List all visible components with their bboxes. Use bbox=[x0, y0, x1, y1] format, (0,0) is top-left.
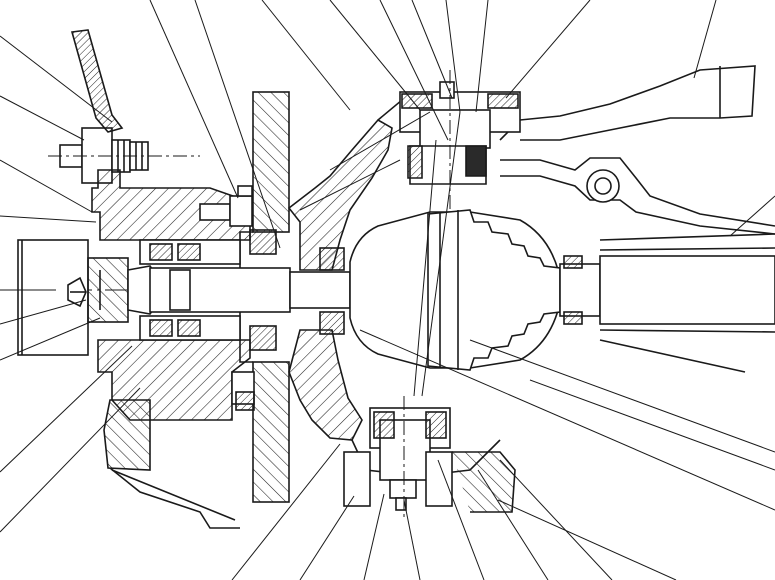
leader-line bbox=[299, 495, 355, 580]
hub-bearing bbox=[139, 229, 277, 351]
leader-line bbox=[0, 345, 133, 473]
leader-line bbox=[445, 0, 461, 113]
hub-cap bbox=[17, 239, 89, 356]
drive-shaft bbox=[149, 247, 351, 335]
wheel-hub-flange bbox=[91, 169, 251, 529]
leader-line bbox=[437, 459, 485, 580]
leader-line bbox=[0, 159, 93, 213]
upper-ball-joint bbox=[399, 70, 521, 210]
leader-line bbox=[497, 499, 677, 580]
leader-line bbox=[0, 215, 97, 223]
leader-line bbox=[231, 443, 341, 580]
leader-line bbox=[411, 0, 453, 99]
leader-line bbox=[0, 299, 87, 325]
leader-line bbox=[693, 0, 717, 79]
disc-bolt-lower bbox=[231, 371, 255, 411]
cv-boot bbox=[427, 209, 561, 371]
leader-line bbox=[729, 195, 775, 237]
caliper-bolt bbox=[199, 185, 253, 227]
leader-line bbox=[194, 0, 281, 249]
leader-line bbox=[505, 0, 591, 99]
leader-line bbox=[329, 0, 421, 111]
leader-line bbox=[261, 0, 351, 111]
leader-line bbox=[413, 139, 437, 397]
leader-line bbox=[475, 0, 489, 113]
leader-line bbox=[421, 111, 461, 397]
leader-line bbox=[0, 317, 101, 361]
wheel-bolt bbox=[48, 127, 200, 184]
leader-line bbox=[379, 0, 449, 141]
brake-disc bbox=[239, 91, 290, 503]
leader-line bbox=[0, 387, 141, 533]
lower-ball-joint bbox=[343, 396, 516, 520]
leader-line bbox=[403, 499, 421, 580]
leader-line bbox=[499, 459, 613, 580]
steering-arm bbox=[519, 65, 756, 141]
leader-line bbox=[0, 35, 113, 123]
control-arm bbox=[500, 157, 775, 235]
leader-line bbox=[0, 95, 85, 141]
hub-nut bbox=[87, 257, 160, 323]
leader-line bbox=[529, 379, 775, 471]
leader-line bbox=[149, 0, 239, 199]
leader-line bbox=[359, 329, 775, 511]
brake-shield-upper bbox=[70, 29, 124, 133]
leader-line bbox=[363, 493, 385, 580]
leader-line bbox=[477, 469, 549, 580]
output-shaft bbox=[559, 233, 775, 373]
leader-line bbox=[299, 159, 401, 211]
leader-line bbox=[469, 339, 775, 453]
leader-line bbox=[329, 111, 431, 171]
